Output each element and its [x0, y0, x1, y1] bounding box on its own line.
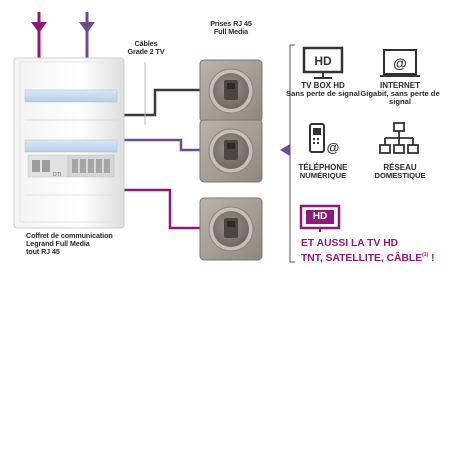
- service-telephone: TÉLÉPHONE NUMÉRIQUE: [283, 163, 363, 181]
- service-subtitle: NUMÉRIQUE: [299, 171, 347, 181]
- cables-label-line2: Grade 2 TV: [127, 46, 165, 56]
- hd-tv-badge-icon: [299, 204, 341, 232]
- prises-label: Prises RJ 45 Full Media: [196, 20, 266, 36]
- service-tv-box: TV BOX HD Sans perte de signal: [283, 81, 363, 99]
- service-subtitle: Gigabit, sans perte de signal: [360, 89, 440, 107]
- prises-label-line2: Full Media: [213, 26, 249, 36]
- service-title: TÉLÉPHONE: [298, 163, 348, 172]
- rj45-socket-1: [199, 59, 263, 123]
- dti-tag: DTI: [53, 172, 61, 178]
- prises-label-line1: Prises RJ 45: [210, 19, 252, 28]
- hd-badge-text: HD: [312, 211, 328, 222]
- service-internet: INTERNET Gigabit, sans perte de signal: [360, 81, 440, 107]
- communication-cabinet: [13, 57, 125, 229]
- rj45-socket-3: [199, 197, 263, 261]
- at-sign-icon: @: [380, 49, 420, 77]
- cable-lines: [120, 62, 200, 230]
- service-title: INTERNET: [380, 81, 420, 90]
- service-subtitle: Sans perte de signal: [286, 89, 360, 99]
- coffret-label: Coffret de communication Legrand Full Me…: [26, 232, 136, 256]
- service-reseau: RÉSEAU DOMESTIQUE: [360, 163, 440, 181]
- tv-banner-line1: ET AUSSI LA TV HD: [301, 238, 399, 249]
- tv-banner-suffix: !: [428, 253, 435, 264]
- coffret-label-line1: Coffret de communication: [26, 231, 113, 240]
- service-subtitle: DOMESTIQUE: [374, 171, 426, 181]
- tv-banner-footnote: (1): [422, 252, 429, 258]
- tv-banner-line2: TNT, SATELLITE, CÂBLE(1) !: [301, 252, 435, 264]
- network-icon: [379, 122, 419, 154]
- coffret-label-line2: Legrand Full Media: [26, 238, 90, 248]
- cables-label-line1: Câbles: [134, 39, 158, 48]
- coffret-label-line3: tout RJ 45: [26, 246, 60, 256]
- cables-label: Câbles Grade 2 TV: [124, 40, 168, 56]
- svg-text:@: @: [393, 55, 407, 71]
- incoming-arrows: [31, 12, 95, 60]
- phone-icon: @: [309, 123, 340, 155]
- service-title: TV BOX HD: [301, 81, 345, 90]
- rj45-socket-2: [199, 119, 263, 183]
- services-bracket: [280, 44, 295, 263]
- tv-banner-line2-text: TNT, SATELLITE, CÂBLE: [301, 253, 423, 264]
- service-title: RÉSEAU: [383, 163, 417, 172]
- svg-text:@: @: [327, 140, 340, 155]
- hd-tv-icon: HD: [302, 46, 344, 79]
- svg-text:HD: HD: [314, 54, 332, 68]
